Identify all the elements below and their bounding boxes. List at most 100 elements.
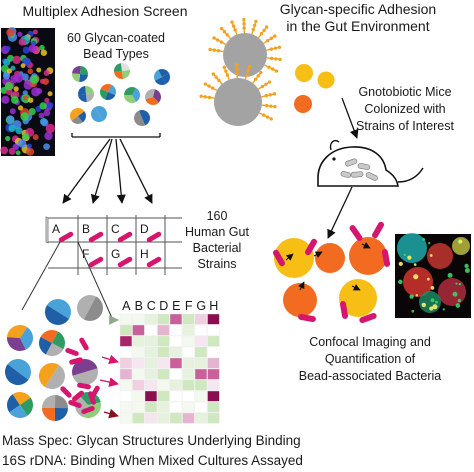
zoom-bead <box>7 392 34 419</box>
bead-type <box>124 87 141 104</box>
distribution-arrows <box>62 138 153 204</box>
heatmap-cell <box>194 412 208 424</box>
mouse-icon <box>317 139 424 187</box>
heatmap-cell <box>207 401 220 413</box>
heatmap-cell <box>144 368 158 380</box>
heatmap-cell <box>194 324 208 336</box>
heatmap-cell <box>144 412 158 424</box>
bead-type <box>145 89 161 105</box>
heatmap-cell <box>169 379 183 391</box>
mice-label-line3: Strains of Interest <box>356 119 454 133</box>
heatmap-cell <box>157 357 170 369</box>
heatmap-cell <box>207 368 220 380</box>
heatmap-cell <box>144 379 158 391</box>
zoom-bead <box>38 329 66 356</box>
gut-bead <box>339 279 377 317</box>
zoom-bead <box>45 299 71 325</box>
heatmap-cell <box>169 335 183 347</box>
footer-16s-rdna: 16S rDNA: Binding When Mixed Cultures As… <box>2 453 303 468</box>
heatmap-column-header: F <box>185 299 193 313</box>
heatmap-cell <box>132 379 145 391</box>
heatmap-cell <box>182 412 195 424</box>
right-title-line1: Glycan-specific Adhesion <box>280 1 436 17</box>
bead-type <box>113 63 130 79</box>
heatmap-cell <box>169 313 183 325</box>
heatmap-cell <box>207 390 220 402</box>
zoom-bead <box>7 324 34 351</box>
confocal-label-line3: Bead-associated Bacteria <box>299 369 441 383</box>
plate-well-label: F <box>82 247 89 261</box>
plate-well-label: G <box>111 247 120 261</box>
arrow-to-mouse <box>341 97 359 139</box>
heatmap-cell <box>194 390 208 402</box>
strains-label-line4: Strains <box>198 257 237 271</box>
zoom-line-right <box>77 241 113 319</box>
plate-well-label: A <box>52 222 60 236</box>
gut-bead <box>283 283 317 317</box>
glycan-decorated-beads <box>199 18 282 126</box>
heatmap-cell <box>119 412 133 424</box>
heatmap-cell <box>169 324 183 336</box>
confocal-micrograph <box>395 233 471 318</box>
mice-label-line1: Gnotobiotic Mice <box>358 85 451 99</box>
heatmap-cell <box>169 401 183 413</box>
heatmap-cell <box>157 379 170 391</box>
bead-type <box>153 69 171 85</box>
strains-label-line2: Human Gut <box>185 225 249 239</box>
heatmap-cell <box>119 390 133 402</box>
heatmap-cell <box>132 357 145 369</box>
bead-bracket <box>71 133 161 138</box>
gut-bead <box>315 243 345 273</box>
beads-label-line2: Bead Types <box>83 47 149 61</box>
strains-label-line1: 160 <box>207 209 228 223</box>
heatmap-cell <box>207 357 220 369</box>
bead-type <box>162 115 167 122</box>
heatmap-cell <box>169 390 183 402</box>
gut-bead <box>349 237 387 275</box>
heatmap-cell <box>132 401 145 413</box>
zoom-line-left <box>21 241 61 311</box>
bead-type <box>134 110 150 126</box>
zoom-bead <box>77 295 103 321</box>
heatmap-column-header: H <box>209 299 218 313</box>
heatmap-cell <box>157 313 170 325</box>
heatmap-cell <box>207 412 220 424</box>
plate-well-label: C <box>111 222 120 236</box>
heatmap-cell <box>207 324 220 336</box>
heatmap-cell <box>144 324 158 336</box>
heatmap-cell <box>144 313 158 325</box>
arrow-to-imaging <box>327 186 353 239</box>
confocal-label-line2: Quantification of <box>325 352 416 366</box>
heatmap-cell <box>119 324 133 336</box>
heatmap-cell <box>194 357 208 369</box>
heatmap-cell <box>207 379 220 391</box>
zoom-bead <box>25 308 36 316</box>
heatmap-cell <box>144 357 158 369</box>
heatmap-cell <box>169 368 183 380</box>
heatmap-cell <box>132 324 145 336</box>
heatmap-cell <box>132 412 145 424</box>
heatmap-cell <box>144 401 158 413</box>
heatmap-cell <box>132 313 145 325</box>
plate-well-label: B <box>82 222 90 236</box>
heatmap-cell <box>144 335 158 347</box>
heatmap-cell <box>194 401 208 413</box>
heatmap-cell <box>157 401 170 413</box>
footer-mass-spec: Mass Spec: Glycan Structures Underlying … <box>2 433 301 448</box>
heatmap-cell <box>157 412 170 424</box>
heatmap-cell <box>157 324 170 336</box>
heatmap-cell <box>194 346 208 358</box>
heatmap-cell <box>169 357 183 369</box>
heatmap-cell <box>194 379 208 391</box>
zoom-bead <box>72 359 99 386</box>
heatmap-arrow-3 <box>99 377 119 387</box>
small-beads <box>294 64 335 113</box>
left-title: Multiplex Adhesion Screen <box>23 3 188 19</box>
bead-type <box>70 107 86 124</box>
plate-well-label: H <box>140 247 149 261</box>
right-title-line2: in the Gut Environment <box>286 18 429 34</box>
heatmap-cell <box>182 313 195 325</box>
gut-bead <box>274 238 314 278</box>
